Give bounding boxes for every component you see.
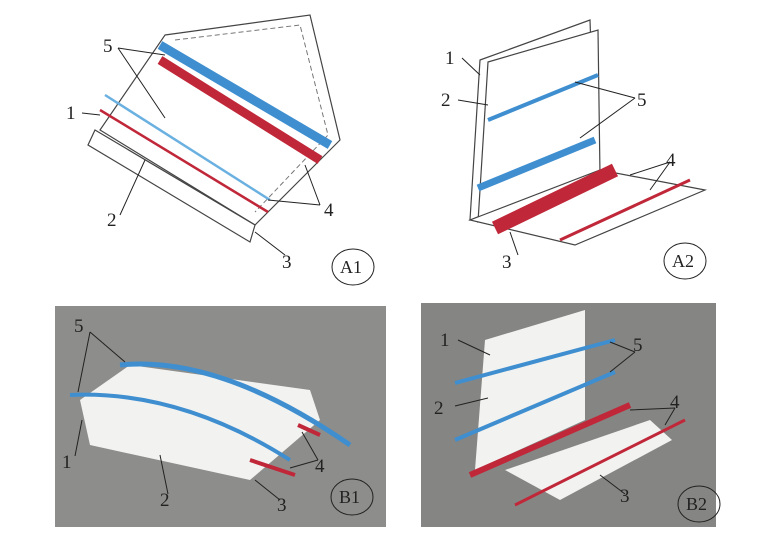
b1-label-1: 1 (62, 452, 72, 473)
a2-label-1: 1 (445, 48, 455, 69)
b1-label-2: 2 (160, 490, 170, 511)
a2-bottom-plate (467, 169, 708, 246)
a1-front-plate (87, 129, 256, 243)
b2-tag: B2 (686, 494, 707, 514)
b2-label-5: 5 (633, 335, 643, 356)
b2-label-1: 1 (440, 330, 450, 351)
a1-label-5: 5 (103, 36, 113, 57)
b2-blue-rod-1 (454, 338, 616, 385)
a2-red-rod (559, 178, 691, 242)
b1-label-5: 5 (74, 316, 84, 337)
a2-red-roll (491, 163, 619, 235)
a1-dashed-edge (174, 24, 329, 213)
a1-label-3: 3 (282, 252, 292, 273)
a1-label-1: 1 (66, 103, 76, 124)
a1-label-2: 2 (107, 210, 117, 231)
b2-red-rod-1 (468, 402, 632, 478)
b1-blue-rod-2 (69, 392, 292, 462)
b2-bottom-pad (505, 420, 672, 500)
a1-red-rod (99, 108, 269, 214)
a1-tag: A1 (340, 257, 362, 277)
b1-label-3: 3 (277, 495, 287, 516)
a2-tag-circle (663, 242, 707, 280)
b2-label-3: 3 (620, 486, 630, 507)
a1-blue-rod (104, 93, 271, 202)
b2-label-2: 2 (434, 398, 444, 419)
b2-tag-circle (677, 485, 721, 523)
a2-tag: A2 (672, 251, 694, 271)
b2-vertical-pad (475, 310, 585, 470)
a2-label-4: 4 (666, 150, 676, 171)
b2-red-rod-2 (514, 418, 686, 507)
b1-tag-circle (330, 478, 374, 516)
panel-b1: 5 1 2 4 3 B1 (55, 306, 386, 527)
panel-b2: 1 5 2 4 3 B2 (421, 303, 721, 527)
b1-red-rod-1 (297, 423, 321, 437)
panel-a1: 5 1 2 4 3 A1 (66, 14, 375, 286)
b2-label-4: 4 (670, 392, 680, 413)
b1-tag: B1 (339, 487, 360, 507)
b1-blue-rod-1 (119, 361, 352, 448)
b1-red-rod-2 (249, 458, 296, 477)
a2-label-2: 2 (441, 90, 451, 111)
panel-a2: 1 2 5 4 3 A2 (441, 19, 708, 280)
a2-label-5: 5 (637, 90, 647, 111)
a1-back-plate (99, 14, 341, 226)
a2-blue-rod-2 (476, 136, 597, 192)
a1-tag-circle (331, 248, 375, 286)
a1-label-4: 4 (324, 200, 334, 221)
a2-label-3: 3 (502, 252, 512, 273)
b2-blue-rod-2 (454, 370, 616, 442)
a2-blue-rod-1 (487, 73, 599, 122)
a1-blue-rod-wrapped (157, 41, 333, 149)
b1-label-4: 4 (315, 456, 325, 477)
a1-red-rod-wrapped (157, 56, 323, 164)
